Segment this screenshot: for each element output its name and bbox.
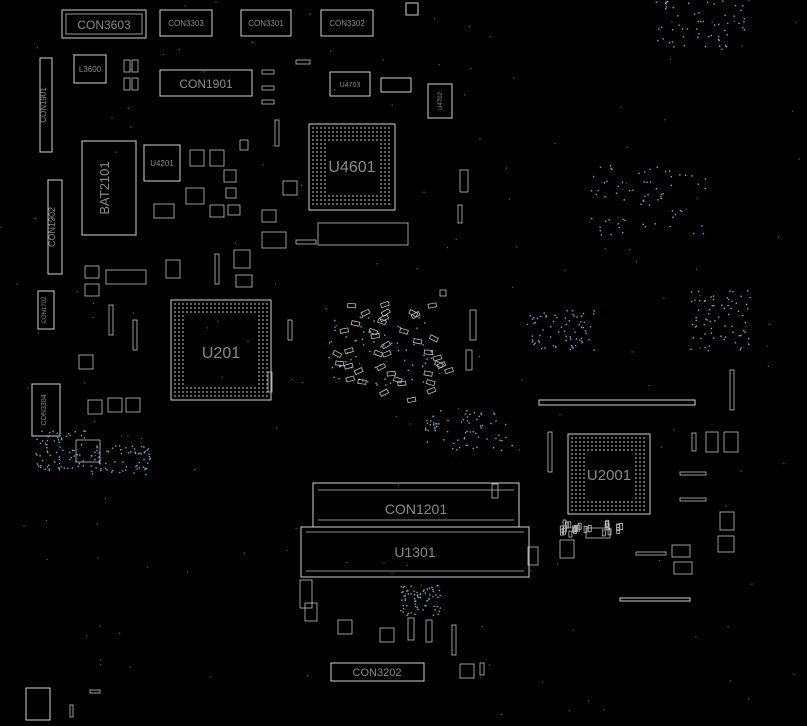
u2001-footprint xyxy=(567,433,651,515)
con1902-label: CON1902 xyxy=(47,207,57,247)
con3202-label: CON3202 xyxy=(353,667,402,679)
u201-footprint xyxy=(170,299,272,401)
u1301-footprint xyxy=(300,526,530,578)
u201-label: U201 xyxy=(202,345,240,362)
con1901-footprint xyxy=(159,69,253,97)
u4703-label: U4703 xyxy=(340,82,361,89)
u1301-label: U1301 xyxy=(394,544,435,560)
u4702-footprint xyxy=(427,83,453,119)
con1901-side-label: CON1901 xyxy=(39,87,48,123)
con1702-footprint xyxy=(37,290,55,330)
u4201-label: U4201 xyxy=(150,159,174,168)
small-components xyxy=(69,59,739,718)
con3301-footprint xyxy=(240,9,292,37)
con1702-label: CON1702 xyxy=(42,296,48,323)
con3302-footprint xyxy=(320,9,374,37)
horizontal-strip-2 xyxy=(619,597,691,602)
horizontal-strip-1 xyxy=(538,399,696,406)
con3304-label: CON3304 xyxy=(41,394,48,425)
con1901-label: CON1901 xyxy=(179,77,233,91)
con3304-footprint xyxy=(31,383,61,437)
u4601-label: U4601 xyxy=(328,159,375,176)
l3600-footprint xyxy=(73,54,107,84)
u4702-label: U4702 xyxy=(438,92,444,110)
corner-part xyxy=(25,687,51,721)
u4201-footprint xyxy=(143,144,181,182)
con3202-footprint xyxy=(330,662,425,682)
small-part-1 xyxy=(380,77,412,93)
con3603-label: CON3603 xyxy=(77,18,131,32)
u4601-footprint xyxy=(308,123,396,211)
con3303-label: CON3303 xyxy=(168,19,204,28)
con3302-label: CON3302 xyxy=(329,19,365,28)
con1902-footprint xyxy=(47,179,63,275)
con3301-label: CON3301 xyxy=(248,19,284,28)
bat2101-label: BAT2101 xyxy=(97,161,112,214)
con1901-side-footprint xyxy=(39,57,53,153)
u2001-label: U2001 xyxy=(587,467,631,484)
u4703-footprint xyxy=(329,71,371,97)
bat2101-footprint xyxy=(81,140,137,236)
con1201-label: CON1201 xyxy=(385,501,447,517)
mark-square xyxy=(405,2,419,16)
via-field xyxy=(0,0,800,716)
l3600-label: L3600 xyxy=(79,65,102,74)
con3303-footprint xyxy=(159,9,213,37)
con3603-footprint xyxy=(61,9,147,39)
